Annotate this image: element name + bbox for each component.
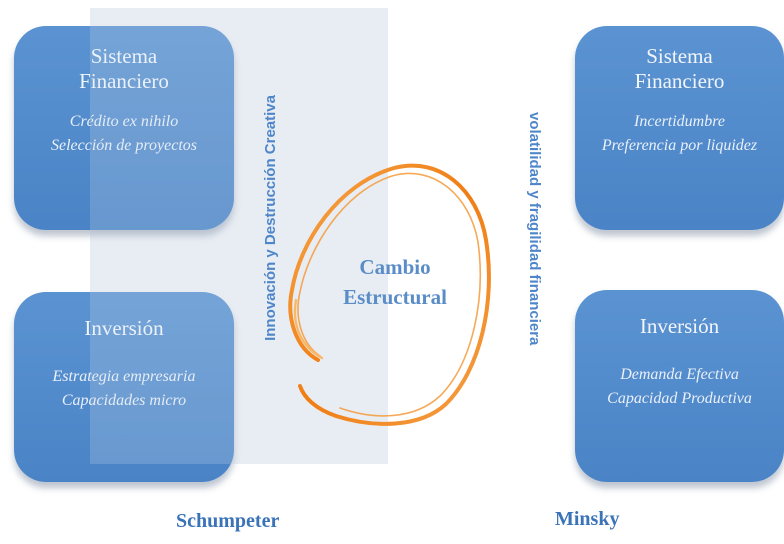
minsky-author-label: Minsky <box>555 508 620 530</box>
schumpeter-investment-subtitle: Estrategia empresaria Capacidades micro <box>52 368 196 409</box>
minsky-financial-system-box: Sistema Financiero Incertidumbre Prefere… <box>575 26 784 230</box>
schumpeter-financial-system-box: Sistema Financiero Crédito ex nihilo Sel… <box>14 26 234 230</box>
swirl-stroke-inner <box>297 172 481 417</box>
structural-change-label: Cambio Estructural <box>343 255 447 309</box>
schumpeter-investment-box: Inversión Estrategia empresaria Capacida… <box>14 292 234 482</box>
minsky-investment-subtitle: Demanda Efectiva Capacidad Productiva <box>607 366 752 407</box>
financial-fragility-vertical-label: volatilidad y fragilidad financiera <box>526 112 543 346</box>
schumpeter-author-label: Schumpeter <box>176 510 280 532</box>
minsky-investment-box: Inversión Demanda Efectiva Capacidad Pro… <box>575 290 784 482</box>
schumpeter-investment-title: Inversión <box>84 316 164 340</box>
minsky-financial-subtitle: Incertidumbre Preferencia por liquidez <box>601 113 758 154</box>
swirl-stroke-outer <box>288 163 491 426</box>
minsky-financial-title: Sistema Financiero <box>634 44 725 93</box>
swirl-stroke-highlight <box>293 298 324 360</box>
schumpeter-financial-title: Sistema Financiero <box>79 44 169 93</box>
minsky-investment-title: Inversión <box>639 314 720 338</box>
schumpeter-financial-subtitle: Crédito ex nihilo Selección de proyectos <box>50 113 197 154</box>
